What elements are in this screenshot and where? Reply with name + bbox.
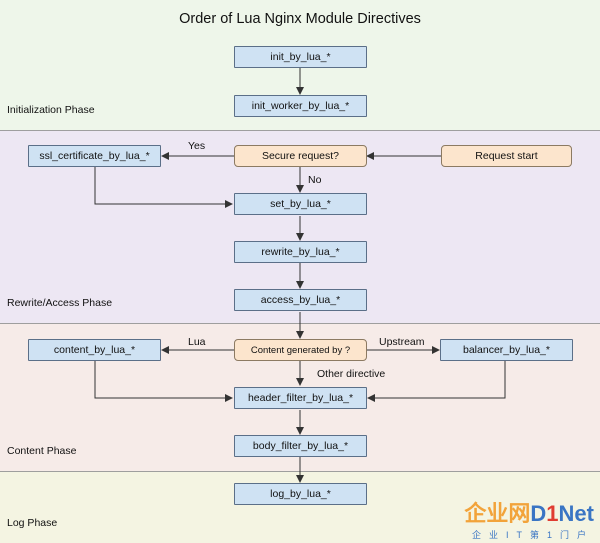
edge-label-lua: Lua <box>188 336 206 348</box>
edge-label-upstream: Upstream <box>379 336 425 348</box>
node-content-by-lua: content_by_lua_* <box>28 339 161 361</box>
arrow-ssl-to-set <box>94 166 233 208</box>
edge-label-yes: Yes <box>188 140 206 152</box>
node-body-filter-by-lua: body_filter_by_lua_* <box>234 435 367 457</box>
watermark-main-b: D <box>530 501 547 526</box>
node-init-by-lua: init_by_lua_* <box>234 46 367 68</box>
watermark-subtitle: 企业IT第1门户 <box>471 530 594 540</box>
rewrite-access-phase-label: Rewrite/Access Phase <box>7 297 113 309</box>
log-phase-label: Log Phase <box>7 517 58 529</box>
edge-label-no: No <box>308 174 322 186</box>
node-rewrite-by-lua: rewrite_by_lua_* <box>234 241 367 263</box>
watermark-main-a: 企业网 <box>464 501 531 526</box>
node-access-by-lua: access_by_lua_* <box>234 289 367 311</box>
node-content-generated-by: Content generated by ? <box>234 339 367 361</box>
node-balancer-by-lua: balancer_by_lua_* <box>440 339 573 361</box>
node-secure-request: Secure request? <box>234 145 367 167</box>
node-header-filter-by-lua: header_filter_by_lua_* <box>234 387 367 409</box>
node-log-by-lua: log_by_lua_* <box>234 483 367 505</box>
watermark-main-d: Net <box>558 501 594 526</box>
node-ssl-certificate-by-lua: ssl_certificate_by_lua_* <box>28 145 161 167</box>
edge-label-other-directive: Other directive <box>317 368 386 380</box>
watermark-main-c: 1 <box>546 501 559 526</box>
node-set-by-lua: set_by_lua_* <box>234 193 367 215</box>
content-phase-label: Content Phase <box>7 445 77 457</box>
arrow-balancer-to-header-filter <box>367 361 506 402</box>
arrow-content-by-lua-to-header-filter <box>94 361 233 402</box>
initialization-phase-label: Initialization Phase <box>7 104 95 116</box>
node-request-start: Request start <box>441 145 572 167</box>
node-init-worker-by-lua: init_worker_by_lua_* <box>234 95 367 117</box>
diagram-title: Order of Lua Nginx Module Directives <box>179 11 421 27</box>
watermark-logo: 企业网D1Net 企业IT第1门户 <box>464 502 594 541</box>
